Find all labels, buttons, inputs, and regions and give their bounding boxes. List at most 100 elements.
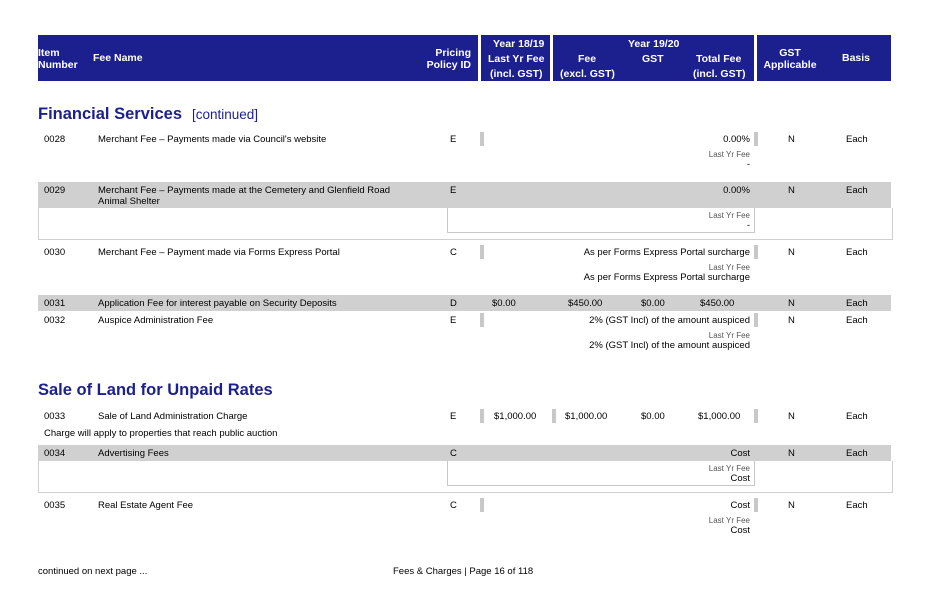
item-number: 0028 <box>44 134 66 145</box>
column-marker <box>480 313 484 327</box>
table-row: 0032 Auspice Administration Fee E 2% (GS… <box>38 312 891 328</box>
last-yr-box <box>38 461 893 493</box>
gst-applicable: N <box>788 298 795 309</box>
total-fee: 2% (GST Incl) of the amount auspiced <box>589 315 750 326</box>
pricing-policy: E <box>450 411 457 422</box>
basis: Each <box>846 315 868 326</box>
column-marker <box>480 132 484 146</box>
continued-label: [continued] <box>192 107 259 122</box>
year-prev-header: Year 18/19 <box>493 38 545 50</box>
section-title: Sale of Land for Unpaid Rates <box>38 381 273 399</box>
last-yr-fee-label: Last Yr Fee <box>708 516 750 525</box>
column-marker <box>754 132 758 146</box>
table-row: 0029 Merchant Fee – Payments made at the… <box>38 182 891 208</box>
fee-name: Merchant Fee – Payment made via Forms Ex… <box>98 247 340 258</box>
column-marker <box>480 245 484 259</box>
column-marker <box>754 245 758 259</box>
table-row: 0034 Advertising Fees C Cost N Each <box>38 445 891 461</box>
pricing-policy: D <box>450 298 457 309</box>
column-marker <box>754 313 758 327</box>
column-marker <box>480 498 484 512</box>
basis: Each <box>846 411 868 422</box>
fee-name: Advertising Fees <box>98 448 169 459</box>
last-yr-fee: $1,000.00 <box>494 411 537 422</box>
last-yr-fee-value: 2% (GST Incl) of the amount auspiced <box>589 340 750 351</box>
gst-applicable: N <box>788 134 795 145</box>
gst-applicable: N <box>788 411 795 422</box>
last-yr-fee-value: - <box>746 159 750 170</box>
pricing-policy: E <box>450 315 457 326</box>
basis-header: Basis <box>842 52 871 64</box>
total-fee: $450.00 <box>700 298 735 309</box>
last-yr-fee-header: Last Yr Fee <box>488 53 545 65</box>
total-fee: As per Forms Express Portal surcharge <box>583 247 750 258</box>
header-divider <box>754 35 757 81</box>
last-yr-incl-gst-header: (incl. GST) <box>490 68 543 80</box>
continued-note: continued on next page ... <box>38 566 148 577</box>
total-fee: Cost <box>730 448 750 459</box>
fee-excl-gst: $450.00 <box>568 298 603 309</box>
total-fee: 0.00% <box>723 134 750 145</box>
item-number: 0029 <box>44 185 66 196</box>
gst-applicable: N <box>788 448 795 459</box>
total-fee: Cost <box>730 500 750 511</box>
fee-name: Sale of Land Administration Charge <box>98 411 248 422</box>
last-yr-fee-value: - <box>746 220 750 231</box>
fee-name: Merchant Fee – Payments made via Council… <box>98 134 327 145</box>
table-row: 0028 Merchant Fee – Payments made via Co… <box>38 131 891 147</box>
pricing-policy-header: Pricing Policy ID <box>426 47 471 71</box>
year-curr-header: Year 19/20 <box>628 38 680 50</box>
last-yr-panel: Last Yr Fee - <box>447 208 755 233</box>
fee-name: Real Estate Agent Fee <box>98 500 194 511</box>
last-yr-box <box>38 208 893 240</box>
gst-amount: $0.00 <box>641 411 665 422</box>
column-marker <box>480 409 484 423</box>
last-yr-fee-label: Last Yr Fee <box>708 331 750 340</box>
table-row: 0030 Merchant Fee – Payment made via For… <box>38 244 891 260</box>
gst-applicable: N <box>788 185 795 196</box>
last-yr-fee-label: Last Yr Fee <box>708 464 750 473</box>
item-number: 0030 <box>44 247 66 258</box>
header-divider <box>550 35 553 81</box>
total-incl-gst-header: (incl. GST) <box>693 68 746 80</box>
fee-header: Fee <box>578 53 597 65</box>
pricing-policy: C <box>450 448 457 459</box>
last-yr-panel: Last Yr Fee Cost <box>447 461 755 486</box>
gst-header: GST <box>642 53 664 65</box>
basis: Each <box>846 185 868 196</box>
header-divider <box>478 35 481 81</box>
basis: Each <box>846 500 868 511</box>
total-fee-header: Total Fee <box>696 53 742 65</box>
gst-applicable: N <box>788 247 795 258</box>
column-marker <box>754 498 758 512</box>
table-row: 0033 Sale of Land Administration Charge … <box>38 408 891 424</box>
basis: Each <box>846 448 868 459</box>
gst-applicable: N <box>788 315 795 326</box>
basis: Each <box>846 298 868 309</box>
column-marker <box>552 409 556 423</box>
item-number: 0032 <box>44 315 66 326</box>
gst-amount: $0.00 <box>641 298 665 309</box>
pricing-policy: E <box>450 185 457 196</box>
fee-excl-gst: $1,000.00 <box>565 411 608 422</box>
page-number: Fees & Charges | Page 16 of 118 <box>393 566 534 577</box>
basis: Each <box>846 247 868 258</box>
fee-excl-gst-header: (excl. GST) <box>560 68 615 80</box>
section-title: Financial Services[continued] <box>38 105 259 123</box>
pricing-policy: C <box>450 500 457 511</box>
item-number-header: Item Number <box>38 47 78 71</box>
item-number: 0034 <box>44 448 66 459</box>
last-yr-fee-label: Last Yr Fee <box>708 211 750 220</box>
column-marker <box>754 409 758 423</box>
basis: Each <box>846 134 868 145</box>
last-yr-fee-label: Last Yr Fee <box>708 150 750 159</box>
item-number: 0033 <box>44 411 66 422</box>
last-yr-fee: $0.00 <box>492 298 516 309</box>
item-number: 0035 <box>44 500 66 511</box>
fee-name: Merchant Fee – Payments made at the Ceme… <box>98 185 391 207</box>
item-number: 0031 <box>44 298 66 309</box>
table-row: 0031 Application Fee for interest payabl… <box>38 295 891 311</box>
table-header: Item Number Fee Name Pricing Policy ID Y… <box>38 35 891 81</box>
total-fee: $1,000.00 <box>698 411 741 422</box>
fee-note: Charge will apply to properties that rea… <box>44 428 278 439</box>
